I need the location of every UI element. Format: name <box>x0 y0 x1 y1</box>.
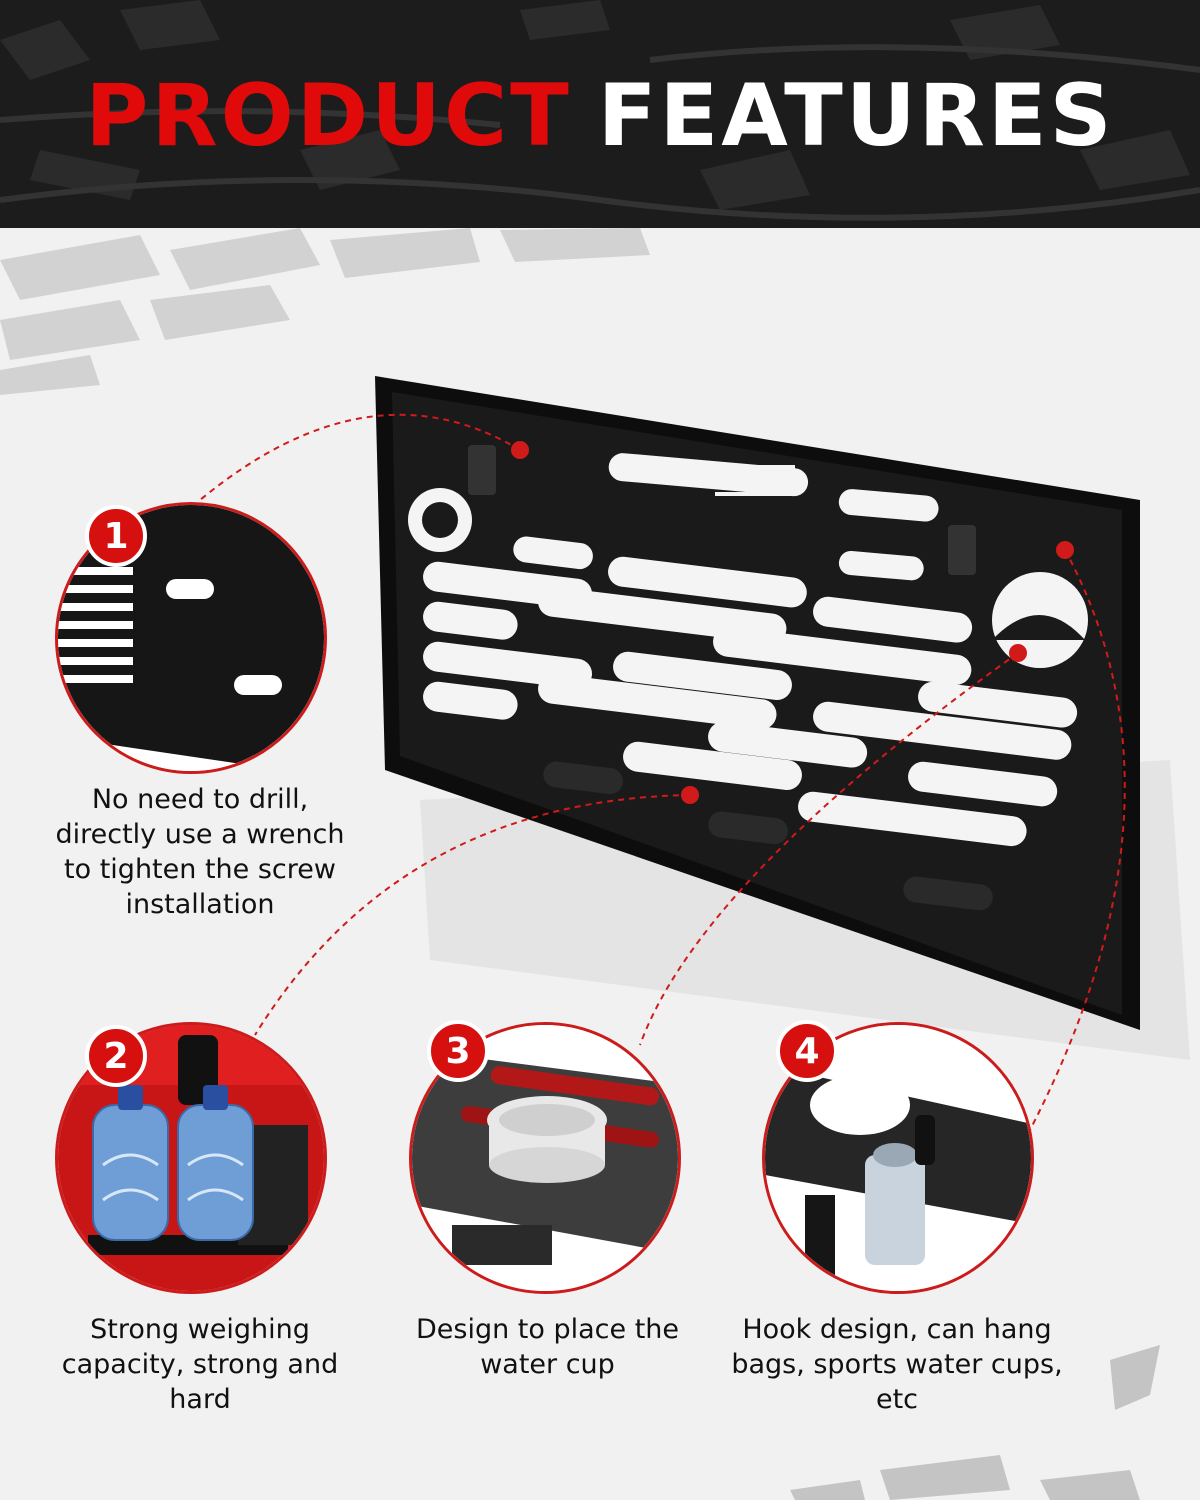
feature-1-caption: No need to drill, directly use a wrench … <box>55 784 345 920</box>
feature-3-caption: Design to place the water cup <box>415 1314 680 1380</box>
feature-1-badge: 1 <box>85 505 147 567</box>
title-white-word: FEATURES <box>597 66 1115 166</box>
panel-slots <box>423 453 1078 847</box>
feature-4-badge: 4 <box>776 1020 838 1082</box>
title-red-word: PRODUCT <box>85 66 572 166</box>
tire-tread-pattern <box>0 0 1200 221</box>
feature-3-badge: 3 <box>427 1020 489 1082</box>
feature-2-badge: 2 <box>85 1025 147 1087</box>
feature-2-caption: Strong weighing capacity, strong and har… <box>61 1314 339 1415</box>
feature-4-caption: Hook design, can hang bags, sports water… <box>731 1314 1063 1415</box>
